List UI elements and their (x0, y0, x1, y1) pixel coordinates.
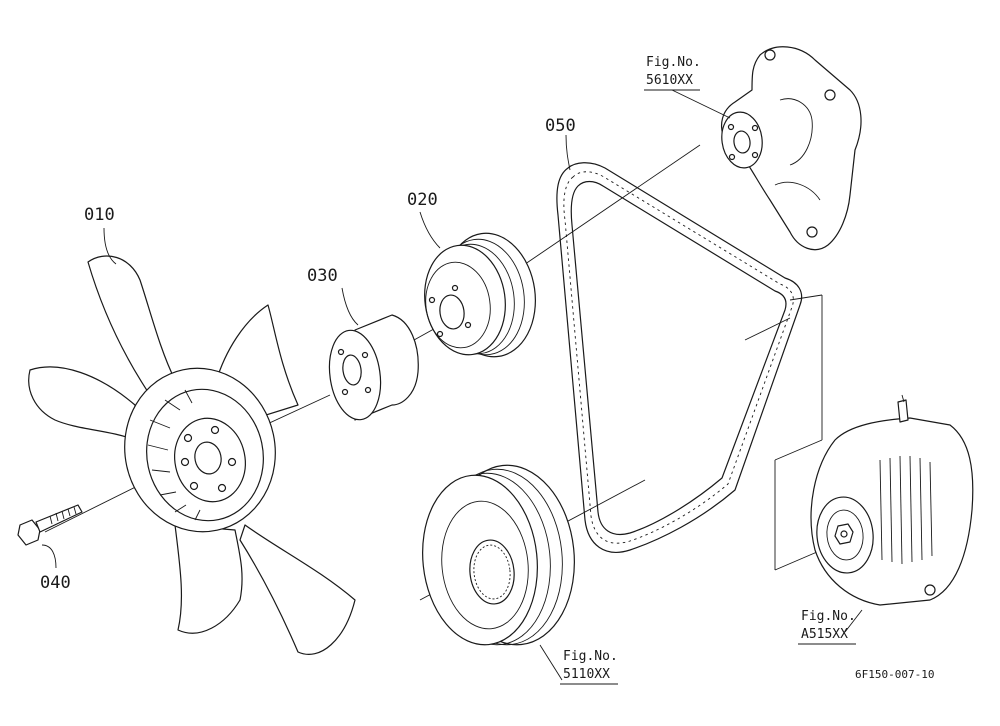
ref-alternator-number: A515XX (801, 627, 848, 642)
ref-water-pump-number: 5610XX (646, 73, 693, 88)
cooling-fan (28, 255, 356, 655)
ref-water-pump-label: Fig.No. (646, 55, 701, 70)
ref-water-pump: Fig.No. 5610XX (644, 55, 701, 91)
fan-bolt (17, 504, 83, 546)
part-label-spacer: 030 (307, 266, 338, 286)
ref-crank-pulley-number: 5110XX (563, 667, 610, 682)
drawing-code: 6F150-007-10 (855, 668, 934, 681)
alternator (810, 394, 974, 606)
ref-crank-pulley: Fig.No. 5110XX (560, 649, 618, 685)
part-label-bolt: 040 (40, 573, 71, 593)
v-belt (556, 162, 803, 553)
part-label-belt: 050 (545, 116, 576, 136)
fan-spacer (328, 314, 419, 421)
ref-alternator-label: Fig.No. (801, 609, 856, 624)
crankshaft-pulley (422, 464, 575, 646)
leader-lines (41, 89, 863, 681)
water-pump (721, 46, 862, 251)
part-label-fan: 010 (84, 205, 115, 225)
part-label-pulley: 020 (407, 190, 438, 210)
ref-crank-pulley-label: Fig.No. (563, 649, 618, 664)
fan-pulley (424, 232, 536, 358)
ref-alternator: Fig.No. A515XX (798, 609, 856, 645)
